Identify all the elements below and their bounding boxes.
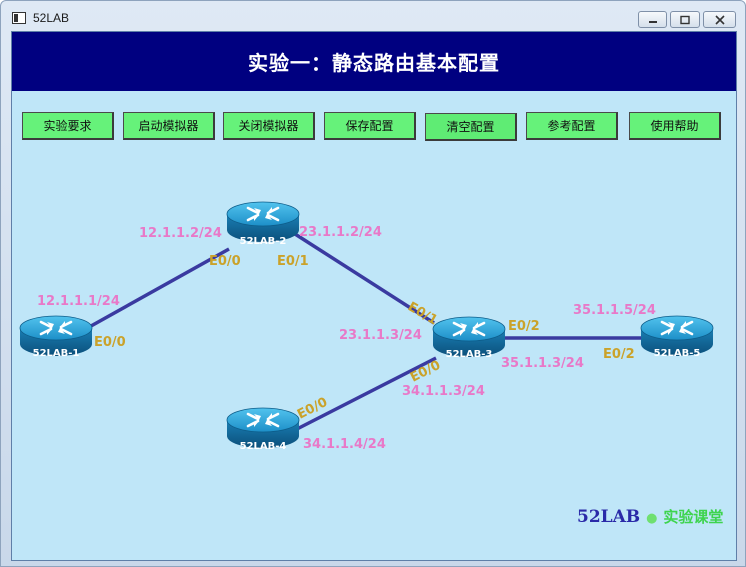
save-config-button[interactable]: 保存配置 xyxy=(324,112,416,140)
r4-ip-label: 34.1.1.4/24 xyxy=(303,437,386,452)
start-simulator-button[interactable]: 启动模拟器 xyxy=(123,112,215,140)
help-button[interactable]: 使用帮助 xyxy=(629,112,721,140)
maximize-button[interactable] xyxy=(670,11,700,28)
lab-requirements-button[interactable]: 实验要求 xyxy=(22,112,114,140)
r1-ip-label: 12.1.1.1/24 xyxy=(37,294,120,309)
r2-right-interface-label: E0/1 xyxy=(277,254,309,269)
r3-top-ip-label: 23.1.1.3/24 xyxy=(339,328,422,343)
router-label: 52LAB-2 xyxy=(240,236,287,247)
title-bar[interactable]: 52LAB xyxy=(1,1,745,31)
close-button[interactable] xyxy=(703,11,736,28)
r2-left-interface-label: E0/0 xyxy=(209,254,241,269)
r5-interface-label: E0/2 xyxy=(603,347,635,362)
r1-interface-label: E0/0 xyxy=(94,335,126,350)
window-title: 52LAB xyxy=(33,11,70,25)
link-r1-r2 xyxy=(90,247,230,328)
router-label: 52LAB-5 xyxy=(654,348,701,359)
r3-right-ip-label: 35.1.1.3/24 xyxy=(501,356,584,371)
r3-top-interface-label: E0/1 xyxy=(405,299,440,328)
router-r5[interactable]: 52LAB-5 xyxy=(639,314,715,359)
brand-main-text: 52LAB xyxy=(577,507,641,527)
brand-logo: 52LAB ● 实验课堂 xyxy=(577,506,723,527)
minimize-button[interactable] xyxy=(638,11,667,28)
router-r1[interactable]: 52LAB-1 xyxy=(18,314,94,359)
r4-interface-label: E0/0 xyxy=(295,395,330,423)
clear-config-button[interactable]: 清空配置 xyxy=(425,113,517,141)
stop-simulator-button[interactable]: 关闭模拟器 xyxy=(223,112,315,140)
header-banner: 实验一：静态路由基本配置 xyxy=(12,32,736,91)
r5-ip-label: 35.1.1.5/24 xyxy=(573,303,656,318)
r2-right-ip-label: 23.1.1.2/24 xyxy=(299,225,382,240)
r3-right-interface-label: E0/2 xyxy=(508,319,540,334)
client-area: 实验一：静态路由基本配置 实验要求 启动模拟器 关闭模拟器 保存配置 清空配置 … xyxy=(11,31,737,561)
router-label: 52LAB-1 xyxy=(33,348,80,359)
router-label: 52LAB-4 xyxy=(240,441,287,452)
minimize-icon xyxy=(648,20,657,23)
router-label: 52LAB-3 xyxy=(446,349,493,360)
router-r2[interactable]: 52LAB-2 xyxy=(225,200,301,247)
close-icon xyxy=(714,14,725,25)
page-title: 实验一：静态路由基本配置 xyxy=(248,51,500,75)
maximize-icon xyxy=(680,15,690,24)
brand-sub-text: 实验课堂 xyxy=(663,508,724,526)
link-r2-r3 xyxy=(294,232,435,325)
brand-dot-icon: ● xyxy=(646,511,658,526)
router-r3[interactable]: 52LAB-3 xyxy=(431,315,507,360)
r3-bottom-ip-label: 34.1.1.3/24 xyxy=(402,384,485,399)
link-r3-r4 xyxy=(296,356,437,431)
reference-config-button[interactable]: 参考配置 xyxy=(526,112,618,140)
router-r4[interactable]: 52LAB-4 xyxy=(225,406,301,452)
r2-left-ip-label: 12.1.1.2/24 xyxy=(139,226,222,241)
app-icon xyxy=(12,12,26,24)
